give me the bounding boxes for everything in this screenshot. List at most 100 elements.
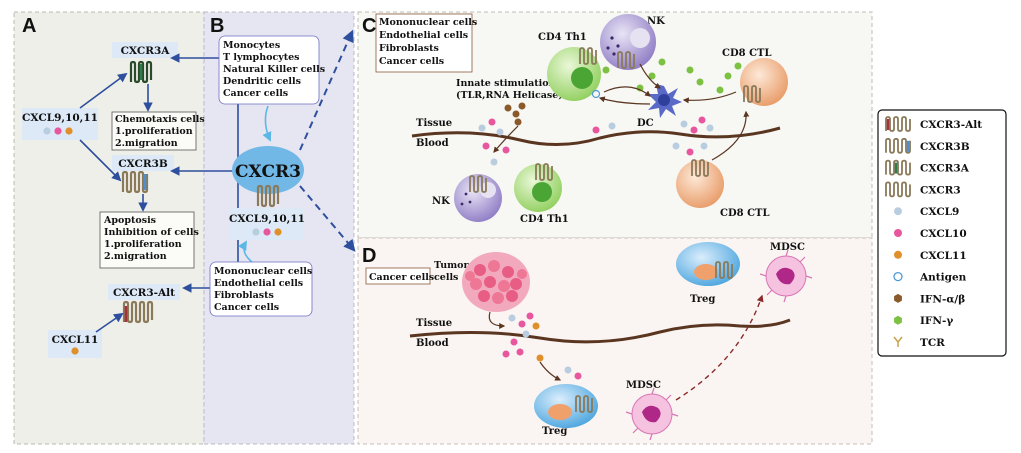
legend-label: CXCR3 — [920, 184, 961, 196]
cxcr3-receptor-icon — [885, 181, 911, 198]
legend-label: CXCL10 — [920, 228, 967, 240]
cxcr3b-receptor-icon — [121, 170, 149, 194]
panel-b-letter: B — [210, 15, 224, 37]
source-box-c — [375, 13, 473, 73]
ligand-box-a — [22, 108, 98, 140]
cxcr3-center-label: CXCR3 — [235, 162, 301, 182]
arrow-cd4-to-dc — [603, 86, 651, 97]
arrow-ligand-to-cxcr3b — [79, 139, 122, 182]
legend-label: IFN-α/β — [920, 293, 965, 305]
panel-a-letter: A — [22, 15, 36, 37]
arrow-cxcr3-to-panel-c — [299, 29, 354, 151]
panel-a: CXCR3A CXCL9,10,11 Chemotaxis cells 1.pr… — [22, 42, 239, 358]
legend-item-cxcl11: CXCL11 — [894, 250, 967, 262]
cxcr3-alt-receptor-icon — [885, 116, 911, 132]
apoptosis-box — [99, 211, 195, 269]
cxcr3a-receptor-icon — [129, 60, 153, 84]
cxcl9-dot-b — [252, 228, 260, 236]
source-bottom-4: Cancer cells — [214, 302, 279, 313]
apoptosis-line-1: Apoptosis — [103, 215, 156, 226]
tumor-cells-cluster — [462, 252, 530, 312]
cancer-cells-label: Cancer cells — [369, 272, 434, 283]
legend-label: Antigen — [919, 272, 967, 284]
cxcl11-dot — [65, 127, 73, 135]
treg-bottom-label: Treg — [542, 426, 567, 437]
innate-label-1: Innate stimulation — [456, 78, 556, 89]
legend-item-tcr: TCR — [893, 336, 945, 349]
cd4-nucleus-bottom — [532, 182, 552, 202]
arrow-cd8-migrate — [711, 110, 750, 161]
nk-granule — [464, 192, 468, 196]
ifn-ab-cluster — [504, 102, 526, 126]
legend-item-cxcr3b: CXCR3B — [885, 137, 970, 154]
cd4-top-label: CD4 Th1 — [538, 32, 587, 43]
cxcl11-dot-b — [274, 228, 282, 236]
cxcr3-alt-receptor-icon — [122, 300, 154, 324]
cd4-nucleus-top — [571, 67, 593, 89]
legend-item-antigen: Antigen — [893, 272, 967, 284]
panel-b: Monocytes T lymphocytes Natural Killer c… — [209, 29, 356, 317]
dendritic-cell — [648, 84, 682, 118]
cxcr3-receptor-treg-top — [715, 261, 733, 279]
blood-label-c: Blood — [416, 138, 449, 149]
arrow-dc-to-cd4 — [598, 96, 651, 105]
cxcr3a-label: CXCR3A — [121, 45, 171, 57]
source-c-3: Fibroblasts — [379, 43, 439, 54]
legend-item-cxcr3-alt: CXCR3-Alt — [885, 116, 982, 132]
nk-granule — [606, 46, 610, 50]
legend-label: CXCR3-Alt — [920, 119, 982, 131]
treg-top-label: Treg — [690, 294, 715, 305]
innate-label-2: (TLR,RNA Helicase) — [456, 90, 563, 101]
dot-icon — [894, 229, 902, 237]
tcr-icon — [893, 336, 903, 347]
cxcl11-dot-a — [71, 347, 79, 355]
legend-label: CXCR3A — [920, 163, 970, 175]
cxcr3-receptor-treg-bottom — [575, 395, 593, 413]
arrow-innate — [493, 125, 519, 153]
dot-icon — [894, 207, 902, 216]
cancer-cells-box — [365, 267, 431, 285]
cxcr3-receptor-icon — [256, 184, 280, 208]
cxcr3a-receptor-icon — [885, 159, 911, 176]
cxcr3-receptor-cd8-top — [743, 85, 761, 103]
chemotaxis-line-2: 1.proliferation — [115, 126, 193, 137]
tissue-label-c: Tissue — [416, 118, 452, 129]
ligands-label-a: CXCL9,10,11 — [22, 112, 98, 124]
legend-item-cxcl9: CXCL9 — [894, 206, 959, 218]
source-box-bottom — [209, 261, 313, 317]
cxcr3-receptor-cd4-bottom — [535, 163, 553, 181]
nk-nucleus-top — [630, 28, 650, 48]
nk-top-label: NK — [647, 16, 665, 27]
tissue-blood-boundary-c — [411, 126, 781, 146]
arrow-blood-to-treg — [539, 361, 562, 381]
chemotaxis-line-1: Chemotaxis cells — [115, 114, 205, 125]
source-bottom-2: Endothelial cells — [214, 278, 303, 289]
cxcr3alt-label-bg — [108, 284, 180, 300]
cxcl10-dot — [54, 127, 62, 135]
source-bottom-1: Mononuclear cells — [214, 266, 312, 277]
treg-nucleus-top — [694, 264, 718, 280]
legend-label: CXCR3B — [920, 141, 970, 153]
source-c-4: Cancer cells — [379, 56, 444, 67]
nk-bottom-label: NK — [432, 196, 450, 207]
hexagon-icon — [894, 293, 902, 303]
cxcr3-receptor-cd8-bottom — [691, 159, 709, 177]
chemokine-cluster-c — [478, 116, 714, 166]
blood-label-d: Blood — [416, 338, 449, 349]
panel-c: Mononuclear cells Endothelial cells Fibr… — [375, 13, 788, 225]
chemokine-cluster-d — [502, 312, 582, 380]
cxcr3-ellipse — [232, 146, 304, 194]
chemotaxis-line-3: 2.migration — [115, 138, 178, 149]
cxcr3-receptor-cd4-top — [579, 47, 597, 65]
ligands-label-b: CXCL9,10,11 — [229, 213, 305, 225]
cd8-top-label: CD8 CTL — [722, 48, 772, 59]
cxcr3a-label-bg — [112, 42, 178, 58]
cxcr3alt-label: CXCR3-Alt — [113, 287, 175, 299]
nk-granule — [612, 52, 616, 56]
mdsc-cell-bottom — [625, 387, 679, 441]
apoptosis-line-4: 2.migration — [104, 251, 167, 262]
panel-c-letter: C — [362, 15, 376, 37]
source-top-3: Natural Killer cells — [223, 64, 325, 75]
